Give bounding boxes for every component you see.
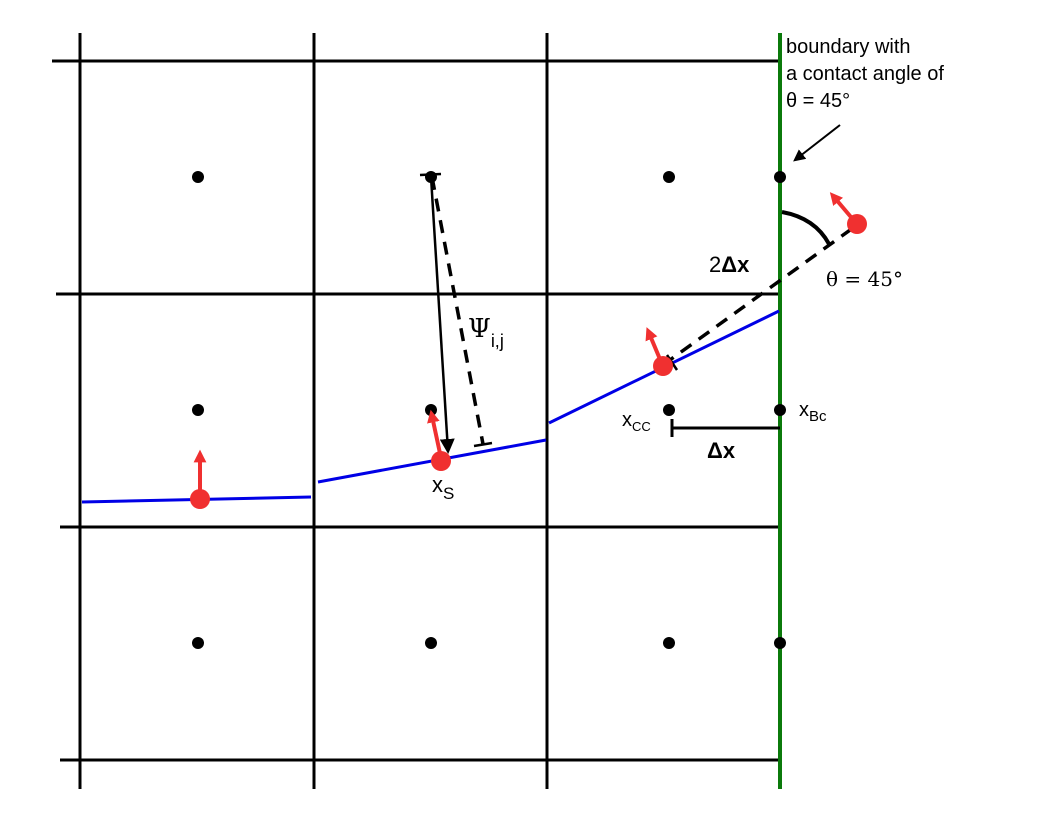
cell-center-node <box>774 404 786 416</box>
cell-center-node <box>774 171 786 183</box>
xcc-label: xCC <box>622 409 651 434</box>
dx-measure <box>670 419 780 437</box>
cell-center-node <box>663 171 675 183</box>
cell-center-node <box>774 637 786 649</box>
psi-bottom-tick <box>473 441 493 448</box>
contact-angle-label: θ = 45° <box>826 267 903 291</box>
annotation-line-1: boundary with <box>786 36 911 58</box>
ghost-particle <box>847 214 867 234</box>
normal-arrow <box>427 409 443 459</box>
xbc-label: xBc <box>799 399 827 425</box>
xcc-subscript: CC <box>632 419 651 434</box>
xcc-main: x <box>622 409 632 431</box>
psi-distance <box>419 172 493 454</box>
grid <box>52 33 780 789</box>
psi-solid-arrow <box>429 176 455 454</box>
normal-vectors <box>193 192 858 496</box>
cell-center-node <box>192 404 204 416</box>
xbc-subscript: Bc <box>809 408 827 425</box>
cell-center-node <box>663 637 675 649</box>
two-dx-label: 2Δx <box>709 252 750 277</box>
annotation-pointer-arrow <box>793 124 841 162</box>
particles <box>190 214 867 509</box>
xs-main: x <box>432 472 443 497</box>
two-dx-symbol: Δx <box>721 252 750 277</box>
psi-dashed-line <box>430 176 485 445</box>
psi-subscript: i,j <box>491 331 504 351</box>
two-dx-dashed-line <box>661 223 859 367</box>
two-dx-number: 2 <box>709 252 721 277</box>
xs-label: xS <box>432 472 454 503</box>
psi-symbol: Ψ <box>468 314 491 344</box>
cell-centers <box>192 171 786 649</box>
cell-center-node <box>192 171 204 183</box>
interface-particle <box>653 356 673 376</box>
dx-label: Δx <box>707 438 736 463</box>
interface-particle-xs <box>431 451 451 471</box>
cell-center-node <box>425 637 437 649</box>
cell-center-node <box>192 637 204 649</box>
interface-particle <box>190 489 210 509</box>
psi-top-tick <box>419 172 442 177</box>
annotation-line-3: θ = 45° <box>786 90 850 112</box>
xs-subscript: S <box>443 484 454 503</box>
xbc-main: x <box>799 399 809 421</box>
contact-angle-arc <box>781 210 831 245</box>
psi-label: Ψi,j <box>468 314 504 351</box>
cell-center-node <box>663 404 675 416</box>
annotation-line-2: a contact angle of <box>786 63 944 85</box>
cell-center-node <box>425 404 437 416</box>
